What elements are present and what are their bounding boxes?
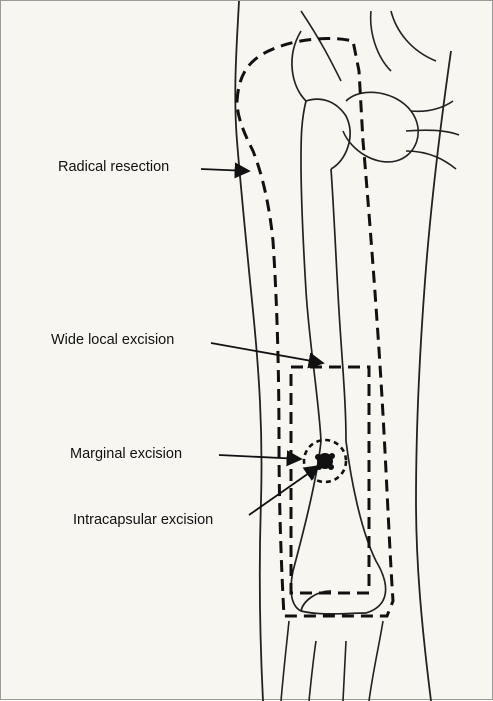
femur-bone (291, 31, 386, 614)
marginal-excision-label: Marginal excision (70, 447, 182, 462)
wide-local-excision-arrow (211, 343, 323, 363)
wide-local-excision-label: Wide local excision (51, 333, 174, 348)
marginal-excision-arrow (219, 455, 301, 459)
wide-local-excision-outline (291, 367, 369, 593)
intracapsular-excision-label: Intracapsular excision (73, 513, 213, 528)
radical-resection-arrow (201, 169, 249, 171)
pelvis-outline (301, 11, 459, 169)
lower-leg-bones (281, 621, 383, 701)
thigh-skin-outline (235, 1, 451, 701)
radical-resection-label: Radical resection (58, 160, 169, 175)
